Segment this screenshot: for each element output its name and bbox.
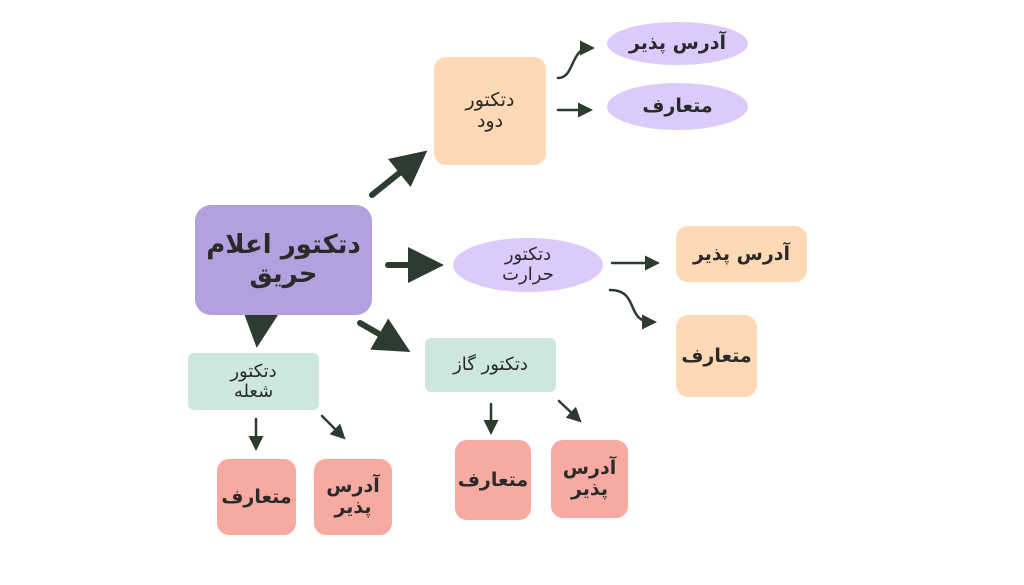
flame-conventional-node: متعارف (217, 459, 296, 535)
arrow-heat-conventional (608, 288, 657, 330)
heat-addressable-node: آدرس پذیر (676, 226, 807, 282)
gas-detector-node: دتکتور گاز (425, 338, 556, 392)
arrow-flame-addressable (320, 414, 346, 440)
smoke-addressable-node: آدرس پذیر (607, 22, 748, 65)
smoke-detector-node: دتکتور دود (434, 57, 546, 165)
arrow-root-smoke (369, 150, 428, 198)
gas-conventional-node: متعارف (455, 440, 531, 520)
flame-detector-node: دتکتور شعله (188, 353, 319, 410)
heat-conventional-node: متعارف (676, 315, 757, 397)
root-node: دتکتور اعلام حریق (195, 205, 372, 315)
flame-addressable-node: آدرس پذیر (314, 459, 392, 535)
arrow-smoke-addressable (556, 40, 595, 80)
arrow-root-flame (242, 310, 279, 348)
smoke-conventional-node: متعارف (607, 83, 748, 130)
heat-detector-node: دتکتور حرارت (453, 238, 603, 292)
arrow-gas-addressable (557, 399, 582, 423)
arrow-root-gas (357, 318, 411, 352)
gas-addressable-node: آدرس پذیر (551, 440, 628, 518)
